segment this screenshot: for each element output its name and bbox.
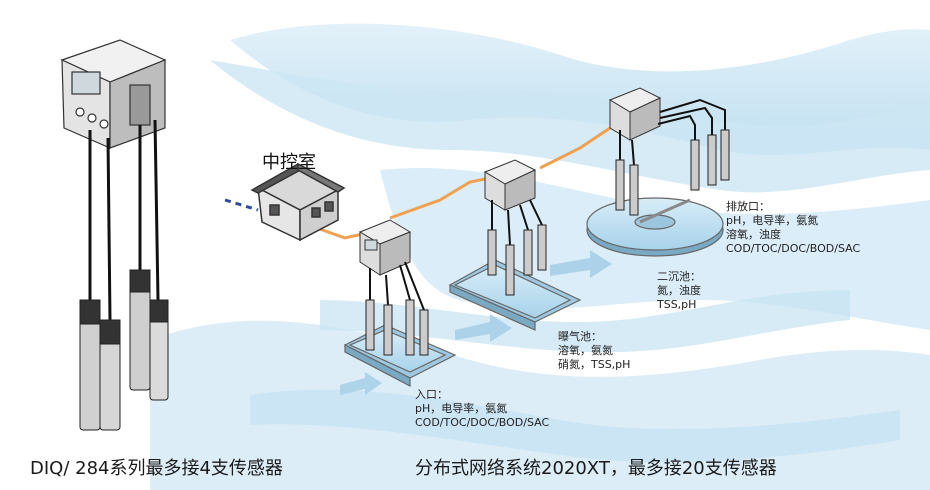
inlet-line-1: pH，电导率，氨氮 (415, 402, 508, 415)
secondary-label: 二沉池： 氮，浊度 TSS,pH (657, 270, 701, 312)
secondary-line-2: TSS,pH (657, 298, 697, 311)
diq-controller (60, 39, 167, 149)
aeration-line-1: 溶氧，氨氮 (558, 344, 613, 357)
inlet-line-2: COD/TOC/DOC/BOD/SAC (415, 416, 550, 429)
flow-arrows (340, 250, 612, 395)
outlet-controller (608, 87, 662, 141)
secondary-title: 二沉池： (657, 270, 701, 283)
inlet-title: 入口： (415, 388, 448, 401)
aeration-sensors (487, 199, 547, 296)
outlet-line-2: 溶氧，浊度 (726, 228, 781, 241)
inlet-sensors (365, 261, 429, 356)
control-room-label: 中控室 (262, 152, 316, 173)
right-caption: 分布式网络系统2020XT，最多接20支传感器 (415, 458, 777, 479)
inlet-label: 入口： pH，电导率，氨氮 COD/TOC/DOC/BOD/SAC (415, 388, 549, 430)
clarifier-sensors (615, 129, 730, 216)
outlet-label: 排放口： pH，电导率，氨氮 溶氧，浊度 COD/TOC/DOC/BOD/SAC (726, 200, 860, 256)
aeration-line-2: 硝氮，TSS,pH (558, 358, 631, 371)
outlet-cable (657, 98, 726, 140)
outlet-line-1: pH，电导率，氨氮 (726, 214, 819, 227)
secondary-line-1: 氮，浊度 (657, 284, 701, 297)
left-caption: DIQ/ 284系列最多接4支传感器 (30, 458, 283, 479)
dashed-link (224, 198, 259, 212)
outlet-line-3: COD/TOC/DOC/BOD/SAC (726, 242, 861, 255)
aeration-label: 曝气池： 溶氧，氨氮 硝氮，TSS,pH (558, 330, 630, 372)
diq-sensor-cables (88, 119, 160, 321)
diq-sensors (79, 269, 169, 431)
aeration-controller (483, 159, 537, 211)
aeration-title: 曝气池： (558, 330, 602, 343)
outlet-title: 排放口： (726, 200, 770, 213)
secondary-clarifier (586, 197, 724, 257)
control-room-house (250, 162, 346, 242)
inlet-controller (358, 219, 412, 276)
